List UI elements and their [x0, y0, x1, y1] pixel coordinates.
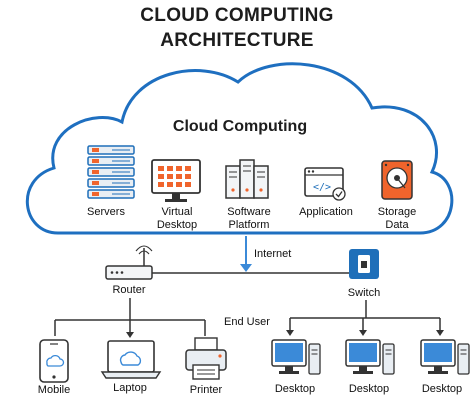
mobile-icon	[39, 339, 69, 383]
application-icon: </>	[304, 167, 346, 201]
diagram-title-line2: ARCHITECTURE	[160, 30, 314, 51]
desktop-label-3: Desktop	[421, 383, 463, 395]
cloud-computing-label: Cloud Computing	[172, 118, 308, 135]
switch-label: Switch	[347, 287, 381, 299]
service-label-software-platform: Software Platform	[227, 206, 271, 231]
internet-label: Internet	[254, 248, 292, 260]
desktop-icon-3	[420, 339, 470, 375]
servers-icon	[87, 145, 135, 199]
svg-text:</>: </>	[313, 182, 331, 193]
mobile-label: Mobile	[37, 384, 71, 396]
service-label-storage-data: Storage Data	[377, 206, 417, 231]
router-label: Router	[112, 284, 146, 296]
printer-label: Printer	[189, 384, 223, 396]
desktop-icon-2	[345, 339, 395, 375]
service-label-virtual-desktop: Virtual Desktop	[156, 206, 198, 231]
printer-icon	[185, 337, 227, 380]
desktop-label-1: Desktop	[274, 383, 316, 395]
storage-data-icon	[381, 160, 413, 200]
laptop-label: Laptop	[113, 382, 147, 394]
switch-icon	[349, 249, 379, 279]
laptop-icon	[100, 340, 162, 379]
router-icon	[105, 245, 153, 280]
desktop-label-2: Desktop	[348, 383, 390, 395]
end-user-label: End User	[224, 316, 270, 328]
service-label-servers: Servers	[87, 206, 125, 218]
internet-arrow-icon	[240, 264, 252, 272]
software-platform-icon	[225, 159, 269, 199]
diagram-title-line1: CLOUD COMPUTING	[140, 5, 334, 26]
service-label-application: Application	[299, 206, 353, 218]
virtual-desktop-icon	[151, 159, 201, 202]
desktop-icon-1	[271, 339, 321, 375]
